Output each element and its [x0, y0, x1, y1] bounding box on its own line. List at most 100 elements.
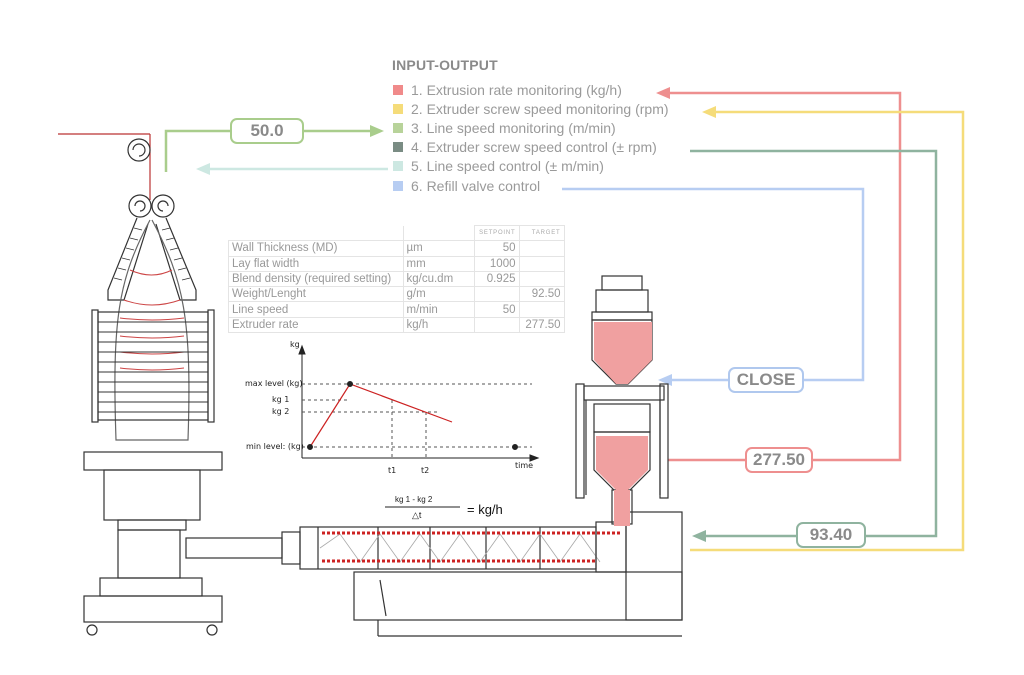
extruder-drive-housing: [625, 511, 683, 621]
spec-setpoint: 0.925: [473, 270, 520, 288]
target-header: TARGET: [518, 224, 565, 242]
io-item-label: 1. Extrusion rate monitoring (kg/h): [411, 81, 622, 98]
spec-unit: µm: [402, 240, 475, 257]
io-title: INPUT-OUTPUT: [392, 57, 498, 73]
spec-unit: g/m: [402, 286, 475, 303]
graph-x-label: time: [515, 461, 534, 470]
formula-numerator: kg 1 - kg 2: [395, 495, 433, 504]
spec-name: Extruder rate: [228, 316, 404, 334]
arrow-screw-speed-control: [692, 530, 706, 542]
io-color-swatch: [393, 180, 403, 191]
io-item: 2. Extruder screw speed monitoring (rpm): [393, 99, 669, 118]
io-item-label: 3. Line speed monitoring (m/min): [411, 119, 616, 136]
gearbox: [117, 529, 181, 579]
spec-setpoint: 50: [473, 240, 520, 257]
io-color-swatch: [393, 142, 403, 153]
io-item: 1. Extrusion rate monitoring (kg/h): [393, 80, 669, 99]
refill-valve-value: CLOSE: [736, 370, 796, 389]
kg2-label: kg 2: [272, 407, 290, 416]
table-row: Blend density (required setting)kg/cu.dm…: [228, 270, 565, 288]
spec-name: Wall Thickness (MD): [228, 240, 404, 257]
granules: [594, 322, 652, 526]
film-bubble: [114, 219, 190, 441]
io-item: 4. Extruder screw speed control (± rpm): [393, 138, 669, 157]
io-item-label: 6. Refill valve control: [411, 177, 541, 194]
extruder: [299, 511, 683, 637]
tower-base: [83, 595, 223, 623]
spec-name: Weight/Lenght: [228, 286, 404, 303]
collapsing-frame: [107, 217, 149, 301]
screw-flight: [319, 533, 601, 563]
screw-speed-monitor-connector: [690, 110, 965, 552]
arrow-line-speed-monitor: [370, 125, 384, 137]
specs-header-row: SETPOINT TARGET: [228, 224, 565, 242]
min-level-label: min level: (kg): [246, 442, 304, 451]
spec-target: [518, 240, 565, 257]
io-legend: 1. Extrusion rate monitoring (kg/h) 2. Ex…: [393, 80, 669, 195]
io-color-swatch: [393, 161, 403, 172]
io-color-swatch: [393, 84, 403, 95]
extrusion-rate-tag: 277.50: [745, 447, 813, 473]
extrusion-rate-value: 277.50: [753, 450, 805, 469]
graph-y-label: kg: [290, 340, 300, 349]
level-curve: [309, 383, 453, 448]
blown-film-tower: [58, 133, 301, 636]
spec-target: [518, 301, 565, 318]
arrow-extrusion-rate: [656, 87, 670, 99]
nip-roller-right-icon: [151, 194, 175, 218]
arrow-refill-valve: [658, 374, 672, 386]
spec-unit: kg/cu.dm: [402, 270, 475, 288]
io-item-label: 4. Extruder screw speed control (± rpm): [411, 139, 657, 156]
nip-roller-left-icon: [128, 194, 152, 218]
refill-valve-tag: CLOSE: [728, 367, 804, 393]
spec-name: Lay flat width: [228, 255, 404, 272]
formula-result: = kg/h: [467, 502, 503, 517]
spec-target: [518, 255, 565, 272]
screw-speed-value: 93.40: [809, 525, 853, 544]
kg1-label: kg 1: [272, 395, 290, 404]
bubble-cage: [97, 311, 209, 421]
max-level-label: max level (kg): [245, 379, 303, 388]
io-item-label: 5. Line speed control (± m/min): [411, 158, 604, 175]
io-item: 3. Line speed monitoring (m/min): [393, 118, 669, 137]
spec-setpoint: [473, 286, 520, 303]
screw-speed-tag: 93.40: [796, 522, 866, 548]
drive-shaft: [185, 537, 283, 559]
die-platform: [83, 451, 223, 471]
spec-setpoint: 50: [473, 301, 520, 318]
loader-top: [601, 275, 643, 291]
extrusion-rate-connector: [667, 91, 902, 462]
right-wheel-icon: [206, 624, 218, 636]
spec-unit: mm: [402, 255, 475, 272]
io-item-label: 2. Extruder screw speed monitoring (rpm): [411, 100, 669, 117]
spec-target: [518, 270, 565, 288]
spec-name: Line speed: [228, 301, 404, 318]
spec-unit: m/min: [402, 301, 475, 318]
setpoint-header: SETPOINT: [473, 224, 520, 242]
arrow-screw-speed-monitor: [702, 106, 716, 118]
io-item: 6. Refill valve control: [393, 176, 669, 195]
t2-label: t2: [421, 466, 430, 475]
arrow-line-speed-control: [196, 163, 210, 175]
io-color-swatch: [393, 103, 403, 114]
spec-name: Blend density (required setting): [228, 270, 404, 288]
line-speed-tag: 50.0: [230, 118, 304, 144]
io-item: 5. Line speed control (± m/min): [393, 157, 669, 176]
t1-label: t1: [388, 466, 397, 475]
top-roller-icon: [127, 138, 151, 162]
level-graph: [298, 344, 540, 508]
left-wheel-icon: [86, 624, 98, 636]
line-speed-value: 50.0: [250, 121, 284, 140]
extruder-base: [353, 571, 683, 621]
spec-unit: kg/h: [402, 316, 475, 334]
spec-setpoint: 1000: [473, 255, 520, 272]
formula-denominator: △t: [412, 510, 422, 520]
spec-target: 92.50: [518, 286, 565, 303]
